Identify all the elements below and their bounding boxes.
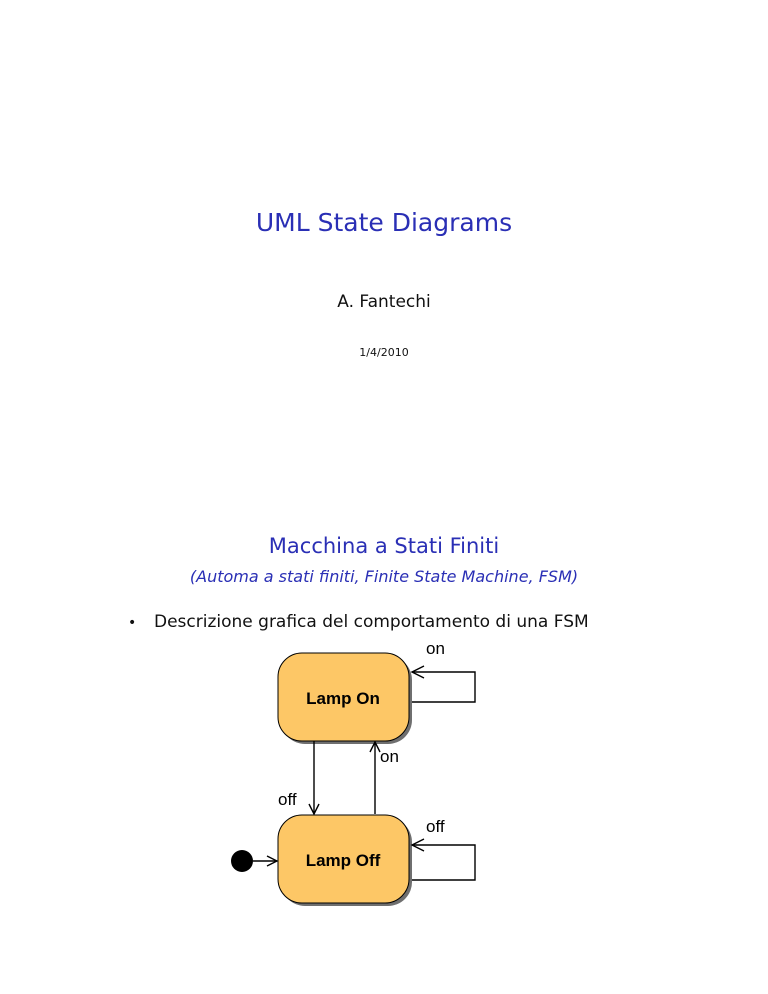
transition-label-on-self: on [426, 639, 445, 658]
transition-label-off-self: off [426, 817, 445, 836]
state-lamp-off: Lamp Off [277, 814, 412, 906]
slide-title: UML State Diagrams [255, 208, 513, 237]
bullet-text: Descrizione grafica del comportamento di… [154, 612, 589, 632]
state-box [277, 652, 410, 742]
self-loop-arrowhead [410, 665, 425, 679]
state-lamp-on: Lamp On [277, 652, 412, 744]
author-name: A. Fantechi [337, 292, 431, 312]
state-label-lamp-off: Lamp Off [306, 851, 381, 870]
state-box [277, 814, 410, 904]
slide-subtitle: (Automa a stati finiti, Finite State Mac… [189, 567, 579, 586]
self-loop-on-lamp-on [412, 671, 476, 703]
slide-title: Macchina a Stati Finiti [268, 534, 500, 558]
initial-state-dot [231, 850, 253, 872]
bullet-item: • Descrizione grafica del comportamento … [128, 612, 589, 632]
slide-date: 1/4/2010 [359, 346, 409, 359]
transition-label-off: off [278, 790, 297, 809]
self-loop-arrowhead [410, 838, 425, 852]
state-label-lamp-on: Lamp On [306, 689, 380, 708]
transition-label-on: on [380, 747, 399, 766]
self-loop-on-lamp-off [412, 844, 476, 881]
bullet-dot: • [128, 615, 137, 631]
